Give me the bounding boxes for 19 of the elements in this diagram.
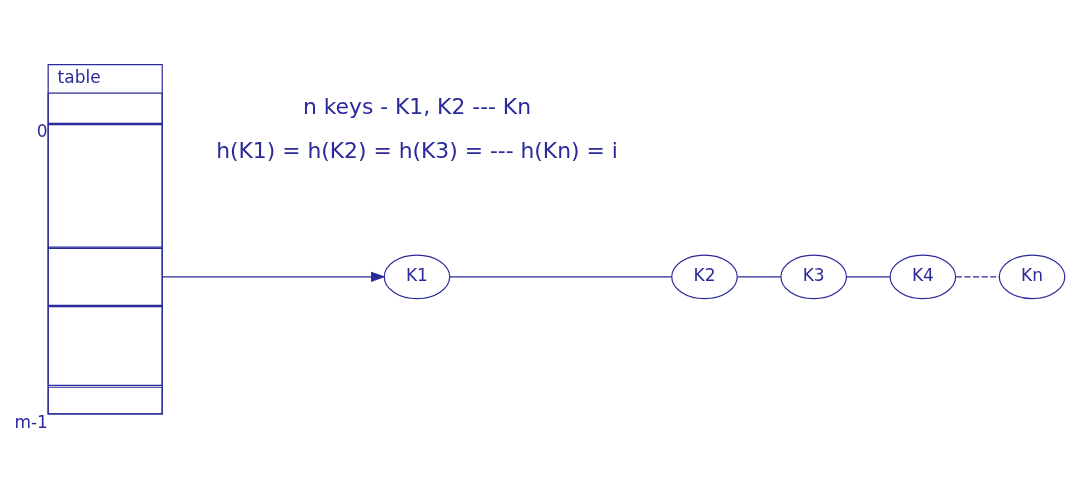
node-ellipse: K1 bbox=[383, 254, 451, 300]
node-box bbox=[47, 247, 163, 306]
node-ellipse: K4 bbox=[889, 254, 957, 300]
node-label: 0 bbox=[36, 120, 48, 141]
label: n keys - K1, K2 --- Kn bbox=[302, 93, 531, 119]
connector bbox=[449, 276, 673, 278]
node-box bbox=[47, 124, 163, 248]
node-box bbox=[47, 92, 163, 124]
node-ellipse: K2 bbox=[671, 254, 738, 300]
connector bbox=[955, 276, 1000, 278]
node-box bbox=[47, 305, 163, 387]
node-ellipse: Kn bbox=[998, 254, 1066, 300]
connector bbox=[737, 276, 782, 278]
node-box bbox=[47, 386, 163, 415]
arrow bbox=[161, 271, 386, 282]
node-ellipse: K3 bbox=[780, 254, 848, 300]
connector bbox=[846, 276, 891, 278]
node-label: m-1 bbox=[14, 411, 48, 432]
label: h(K1) = h(K2) = h(K3) = --- h(Kn) = i bbox=[216, 138, 618, 164]
